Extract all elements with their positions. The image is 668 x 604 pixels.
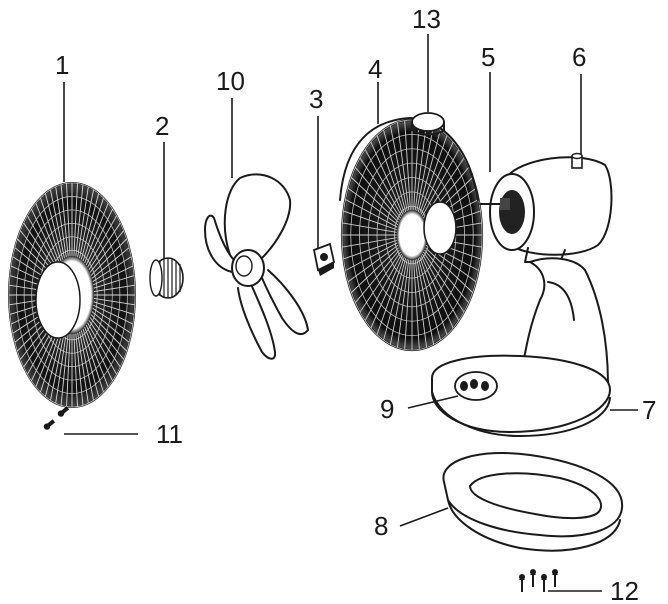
part-labels: 1 2 3 4 5 6 7 8 9 10 11 12 13: [55, 4, 656, 604]
fan-blade: [204, 173, 309, 360]
base-ring: [442, 452, 624, 552]
spinner-nut: [149, 257, 184, 299]
label-part-6: 6: [572, 42, 586, 72]
label-part-5: 5: [481, 42, 495, 72]
speed-switch-buttons: [454, 371, 498, 401]
clamp-knob: [312, 242, 336, 276]
label-part-12: 12: [610, 576, 639, 604]
screws-base: [519, 569, 558, 592]
label-part-9: 9: [380, 394, 394, 424]
grill-lock-nut: [411, 112, 445, 136]
label-part-2: 2: [155, 111, 169, 141]
label-part-3: 3: [309, 84, 323, 114]
motor-housing: [479, 152, 613, 263]
label-part-1: 1: [55, 50, 69, 80]
leader-9: [407, 395, 459, 409]
front-grill: [8, 182, 136, 408]
screws-front: [43, 406, 70, 430]
label-part-10: 10: [216, 66, 245, 96]
label-part-7: 7: [642, 395, 656, 425]
label-part-8: 8: [374, 511, 388, 541]
leader-lines: [63, 34, 638, 592]
fan-base: [431, 354, 612, 437]
label-part-4: 4: [368, 54, 382, 84]
label-part-11: 11: [156, 419, 183, 449]
label-part-13: 13: [412, 4, 441, 34]
rear-grill: [339, 117, 484, 352]
leader-8: [399, 507, 449, 527]
